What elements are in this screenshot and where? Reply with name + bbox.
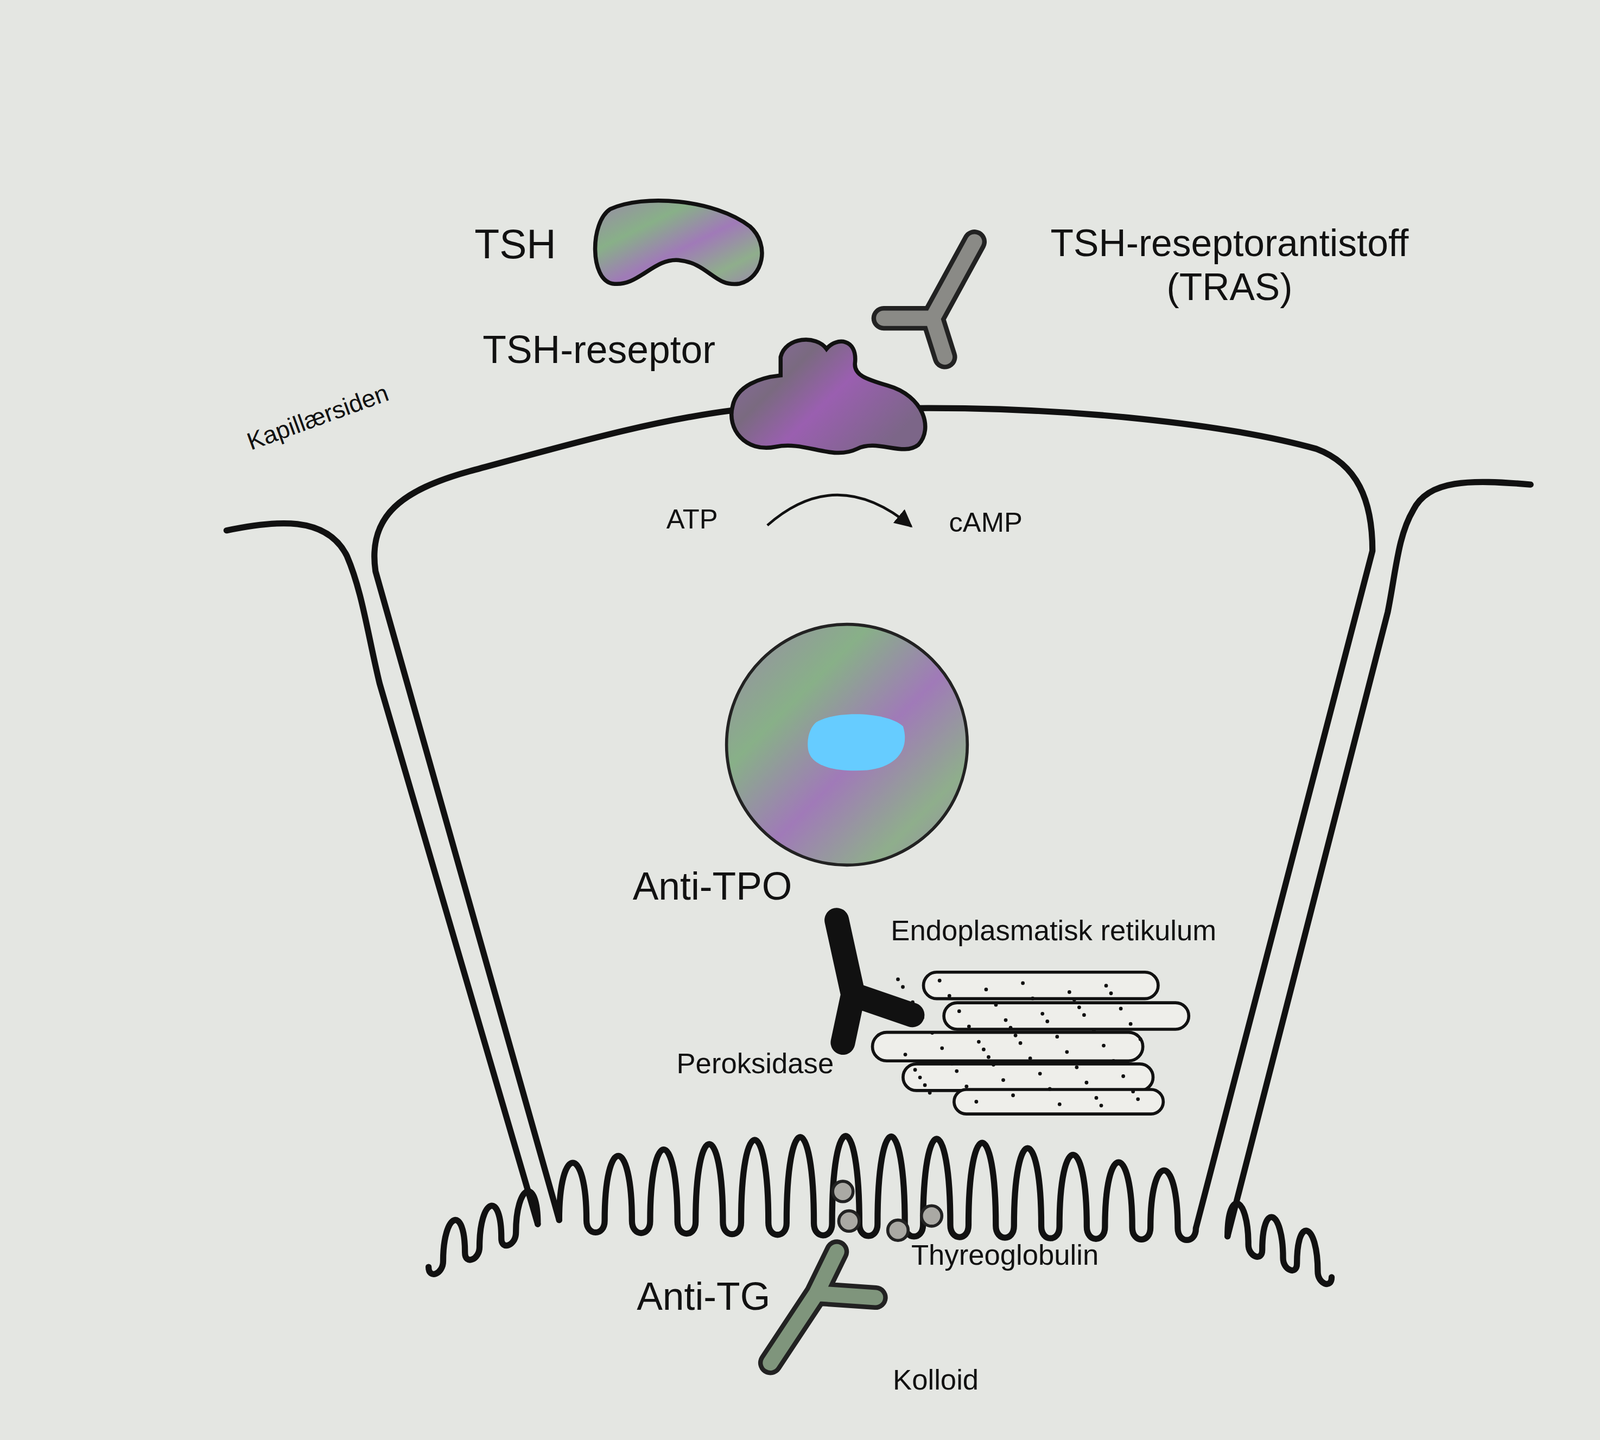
neighbour-membrane-right	[1227, 481, 1531, 1237]
tsh-receptor	[731, 339, 926, 454]
molecule-label: TSH	[474, 220, 556, 268]
region-label: Kolloid	[892, 1364, 979, 1398]
microvilli	[559, 1136, 1196, 1241]
neighbour-membrane-left	[226, 523, 538, 1225]
antibody-label: Anti-TPO	[632, 865, 793, 910]
nucleus	[726, 624, 968, 866]
receptor-label: TSH-reseptor	[482, 328, 716, 373]
tsh-molecule	[595, 200, 763, 285]
tras-antibody	[883, 242, 975, 358]
product-label: cAMP	[948, 506, 1022, 539]
thyroglobulin-particles	[832, 1181, 942, 1241]
microvilli	[1227, 1203, 1332, 1285]
enzyme-label: Peroksidase	[676, 1048, 835, 1082]
antibody-label: Anti-TG	[636, 1275, 771, 1320]
atp-camp-arrow	[767, 494, 912, 527]
substrate-label: ATP	[666, 504, 719, 536]
anti-tg-antibody	[770, 1252, 876, 1364]
organelle-label: Endoplasmatisk retikulum	[890, 915, 1217, 949]
microvilli	[428, 1191, 538, 1275]
side-label: Kapillærsiden	[243, 378, 393, 456]
protein-label: Thyreoglobulin	[911, 1239, 1099, 1273]
endoplasmic-reticulum	[872, 972, 1189, 1115]
cell-membrane	[374, 408, 1373, 1229]
antibody-label: TSH-reseptorantistoff (TRAS)	[994, 222, 1465, 310]
